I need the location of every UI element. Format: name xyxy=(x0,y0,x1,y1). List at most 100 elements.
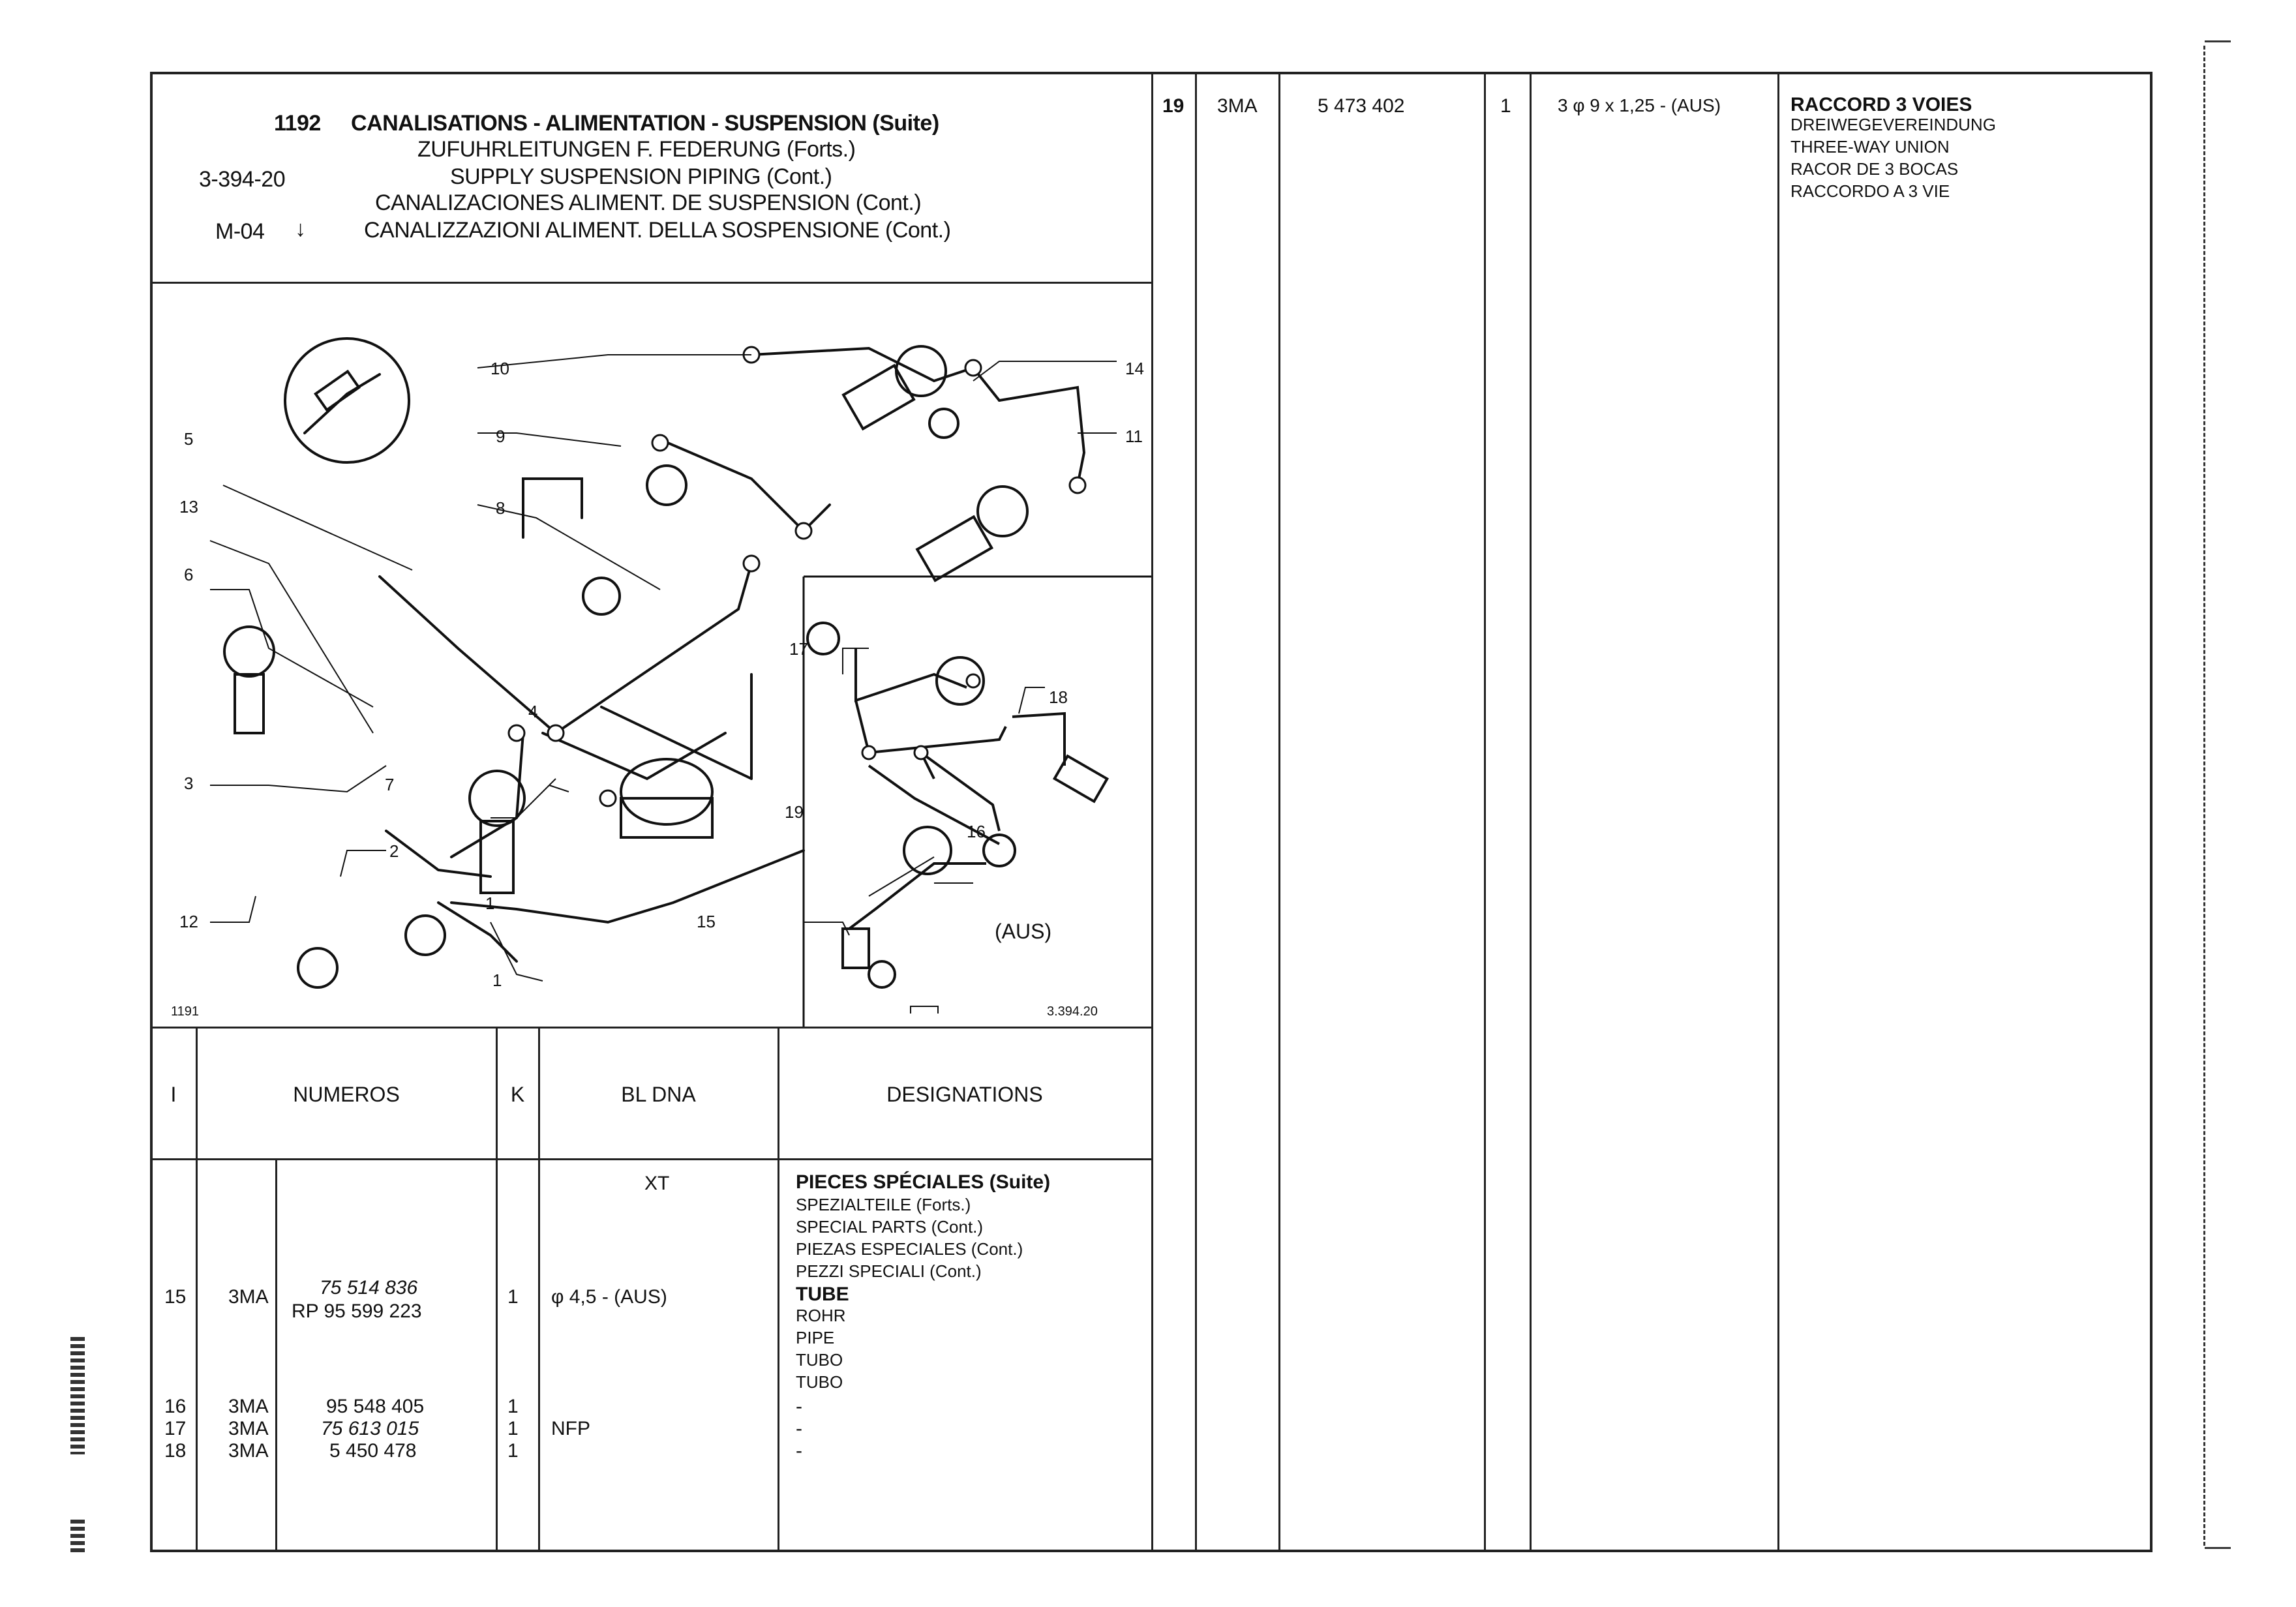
row-15-bl: φ 4,5 - (AUS) xyxy=(551,1286,667,1308)
row-18-number: 5 450 478 xyxy=(329,1440,417,1462)
header-rule xyxy=(150,282,1153,284)
page-number: 1192 xyxy=(274,111,321,136)
xt-label: XT xyxy=(644,1173,670,1194)
title-es: CANALIZACIONES ALIMENT. DE SUSPENSION (C… xyxy=(375,190,922,215)
callout-4: 4 xyxy=(528,702,538,721)
callout-5: 5 xyxy=(184,429,194,449)
callout-13: 13 xyxy=(179,497,198,517)
table-head-rule xyxy=(150,1158,1153,1160)
row-15-designation: TUBE xyxy=(796,1284,849,1305)
row-17-number: 75 613 015 xyxy=(321,1418,419,1439)
row-16-designation: - xyxy=(796,1396,802,1417)
row-15-desig-de: ROHR xyxy=(796,1306,846,1325)
section-line-it: PEZZI SPECIALI (Cont.) xyxy=(796,1261,982,1281)
row-15-desig-es: TUBO xyxy=(796,1350,843,1370)
down-arrow-icon: ↓ xyxy=(295,217,306,241)
row-17-index: 17 xyxy=(164,1418,187,1439)
row-15-desig-it: TUBO xyxy=(796,1372,843,1392)
row-15-desig-en: PIPE xyxy=(796,1328,835,1347)
assembly-diagram: 1 xyxy=(209,337,1151,1027)
right-col-num xyxy=(1484,72,1486,1552)
row-17-designation: - xyxy=(796,1418,802,1439)
row-19-desig-it: RACCORDO A 3 VIE xyxy=(1790,181,1950,201)
callout-11: 11 xyxy=(1125,427,1143,446)
right-col-k xyxy=(1530,72,1532,1552)
row-19-bl: 3 φ 9 x 1,25 - (AUS) xyxy=(1558,95,1721,115)
col-header-numeros: NUMEROS xyxy=(293,1083,400,1106)
section-line-de: SPEZIALTEILE (Forts.) xyxy=(796,1195,971,1214)
callout-18: 18 xyxy=(1049,687,1068,707)
col-k-rule xyxy=(538,1027,540,1552)
row-19-desig-de: DREIWEGEVEREINDUNG xyxy=(1790,115,1996,134)
row-19-number: 5 473 402 xyxy=(1318,95,1405,117)
row-17-mark: 3MA xyxy=(228,1418,269,1439)
col-mark-rule xyxy=(275,1158,277,1552)
crop-mark xyxy=(2205,1547,2231,1549)
col-bl-rule xyxy=(778,1027,779,1552)
section-line-en: SPECIAL PARTS (Cont.) xyxy=(796,1217,984,1237)
col-num-rule xyxy=(496,1027,498,1552)
callout-7: 7 xyxy=(385,775,395,794)
col-header-index: I xyxy=(170,1083,177,1106)
binding-edge xyxy=(2203,46,2205,1546)
col-header-designations: DESIGNATIONS xyxy=(886,1083,1043,1106)
right-col-mark xyxy=(1278,72,1280,1552)
callout-10: 10 xyxy=(491,359,509,378)
figure-reference: 3.394.20 xyxy=(1047,1004,1098,1019)
row-18-k: 1 xyxy=(507,1440,519,1462)
group-code: 3-394-20 xyxy=(199,167,286,192)
row-19-designation: RACCORD 3 VOIES xyxy=(1790,94,1972,115)
row-18-mark: 3MA xyxy=(228,1440,269,1462)
row-15-number: 75 514 836 xyxy=(320,1277,418,1299)
inset-label: (AUS) xyxy=(995,920,1052,943)
title-en: SUPPLY SUSPENSION PIPING (Cont.) xyxy=(450,164,832,189)
figure-number: 1191 xyxy=(171,1004,200,1019)
row-19-index: 19 xyxy=(1162,95,1185,117)
col-header-k: K xyxy=(510,1083,525,1106)
callout-19: 19 xyxy=(785,802,804,822)
row-18-designation: - xyxy=(796,1440,802,1462)
right-col-bl xyxy=(1777,72,1779,1552)
scan-mark-lower xyxy=(70,1520,85,1552)
callout-6: 6 xyxy=(184,565,194,584)
scan-mark xyxy=(70,1337,85,1454)
row-15-k: 1 xyxy=(507,1286,519,1308)
callout-8: 8 xyxy=(496,498,506,518)
callout-1: 1 xyxy=(485,894,494,913)
callout-14: 14 xyxy=(1125,359,1144,378)
title-fr: CANALISATIONS - ALIMENTATION - SUSPENSIO… xyxy=(351,111,939,136)
row-18-index: 18 xyxy=(164,1440,187,1462)
section-line-es: PIEZAS ESPECIALES (Cont.) xyxy=(796,1239,1023,1259)
row-15-number-rp: RP 95 599 223 xyxy=(292,1300,422,1322)
row-16-mark: 3MA xyxy=(228,1396,269,1417)
col-idx-rule xyxy=(196,1027,198,1552)
callout-12: 12 xyxy=(179,912,198,931)
col-header-bl-dna: BL DNA xyxy=(621,1083,696,1106)
row-15-mark: 3MA xyxy=(228,1286,269,1308)
right-col-idx xyxy=(1195,72,1197,1552)
callout-16: 16 xyxy=(967,822,986,841)
title-de: ZUFUHRLEITUNGEN F. FEDERUNG (Forts.) xyxy=(417,137,856,162)
row-17-bl: NFP xyxy=(551,1418,590,1439)
callout-3: 3 xyxy=(184,773,194,793)
table-top-rule xyxy=(150,1027,1153,1029)
row-16-index: 16 xyxy=(164,1396,187,1417)
bracket-icon xyxy=(910,1006,939,1014)
callout-15: 15 xyxy=(697,912,716,931)
row-19-k: 1 xyxy=(1500,95,1511,117)
row-19-desig-en: THREE-WAY UNION xyxy=(1790,137,1950,157)
panel-divider xyxy=(1151,72,1153,1552)
row-17-k: 1 xyxy=(507,1418,519,1439)
callout-1: 1 xyxy=(492,970,502,990)
row-19-desig-es: RACOR DE 3 BOCAS xyxy=(1790,159,1959,179)
row-16-k: 1 xyxy=(507,1396,519,1417)
row-16-number: 95 548 405 xyxy=(326,1396,425,1417)
title-it: CANALIZZAZIONI ALIMENT. DELLA SOSPENSION… xyxy=(364,218,951,243)
callout-9: 9 xyxy=(496,427,506,446)
callout-17: 17 xyxy=(789,639,808,659)
row-19-mark: 3MA xyxy=(1217,95,1258,117)
callout-2: 2 xyxy=(389,841,399,861)
section-title: PIECES SPÉCIALES (Suite) xyxy=(796,1171,1051,1193)
row-15-index: 15 xyxy=(164,1286,187,1308)
crop-mark-top xyxy=(2205,40,2231,42)
